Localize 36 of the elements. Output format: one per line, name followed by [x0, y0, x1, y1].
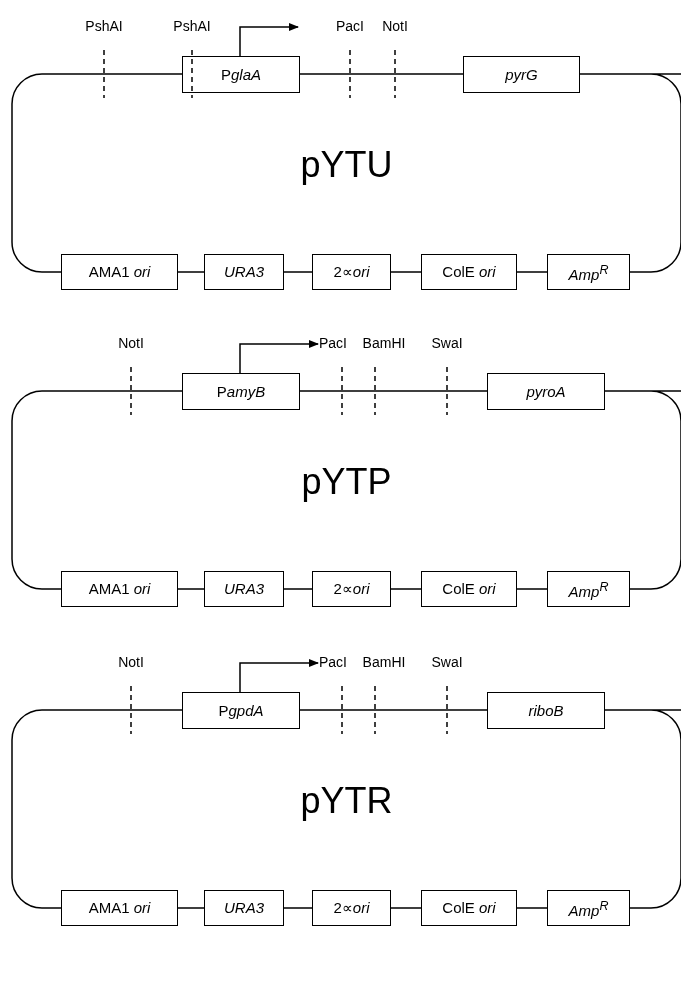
restriction-site-label: BamHI: [362, 653, 406, 671]
restriction-site-label: BamHI: [362, 334, 406, 352]
gene-box: Amp$^{R}$: [547, 254, 630, 290]
restriction-site-label: SwaI: [431, 334, 463, 352]
gene-box: 2∝ori: [312, 254, 391, 290]
restriction-site-label: NotI: [118, 334, 144, 352]
restriction-site-label: NotI: [118, 653, 144, 671]
restriction-site-label: PacI: [336, 17, 364, 35]
gene-box: PglaA: [182, 56, 300, 93]
restriction-site-label: PshAI: [173, 17, 211, 35]
gene-box: URA3: [204, 890, 284, 926]
restriction-site-label: PacI: [319, 653, 347, 671]
gene-box: 2∝ori: [312, 890, 391, 926]
gene-box: Amp$^{R}$: [547, 571, 630, 607]
restriction-site-label: SwaI: [431, 653, 463, 671]
gene-box: Amp$^{R}$: [547, 890, 630, 926]
plasmid-name: pYTU: [299, 145, 394, 185]
gene-box: pyroA: [487, 373, 605, 410]
gene-box: URA3: [204, 571, 284, 607]
gene-box: ColE ori: [421, 890, 517, 926]
gene-box: PamyB: [182, 373, 300, 410]
gene-box: ColE ori: [421, 571, 517, 607]
restriction-site-label: NotI: [382, 17, 408, 35]
gene-box: pyrG: [463, 56, 580, 93]
gene-box: AMA1 ori: [61, 254, 178, 290]
restriction-site-label: PacI: [319, 334, 347, 352]
restriction-site-label: PshAI: [85, 17, 123, 35]
plasmid-name: pYTP: [300, 462, 393, 502]
gene-box: PgpdA: [182, 692, 300, 729]
gene-box: ColE ori: [421, 254, 517, 290]
gene-box: AMA1 ori: [61, 890, 178, 926]
gene-box: 2∝ori: [312, 571, 391, 607]
gene-box: URA3: [204, 254, 284, 290]
gene-box: AMA1 ori: [61, 571, 178, 607]
gene-box: riboB: [487, 692, 605, 729]
plasmid-name: pYTR: [299, 781, 394, 821]
